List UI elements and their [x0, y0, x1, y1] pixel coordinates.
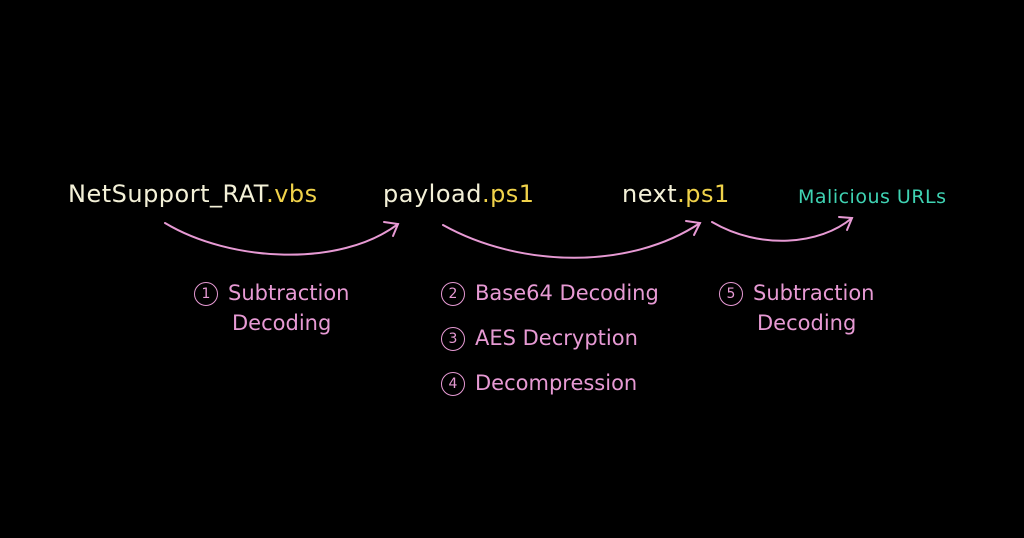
step-5: 5 Subtraction Decoding [719, 278, 874, 338]
step-4-number: 4 [441, 372, 465, 396]
arrow-3 [711, 217, 853, 242]
arrowhead-1 [383, 221, 400, 237]
step-3: 3 AES Decryption [441, 323, 638, 353]
node-malicious-urls-text: Malicious URLs [798, 186, 947, 208]
node-netsupport-ext: .vbs [266, 180, 318, 208]
node-next-ext: .ps1 [677, 180, 730, 208]
node-netsupport-name: NetSupport_RAT [68, 180, 267, 208]
step-1-number: 1 [194, 282, 218, 306]
arrowhead-2 [685, 220, 702, 236]
step-1-line2: Decoding [232, 311, 332, 335]
node-next-name: next [622, 180, 678, 208]
node-next: next.ps1 [622, 180, 730, 208]
step-5-line2: Decoding [757, 311, 857, 335]
step-2-number: 2 [441, 282, 465, 306]
step-4-text: Decompression [475, 371, 638, 395]
step-1-line1: Subtraction [228, 281, 350, 305]
step-5-line1: Subtraction [753, 281, 875, 305]
step-2-text: Base64 Decoding [475, 281, 659, 305]
step-3-number: 3 [441, 327, 465, 351]
arrow-1 [164, 222, 399, 256]
step-2: 2 Base64 Decoding [441, 278, 659, 308]
step-1: 1 Subtraction Decoding [194, 278, 349, 338]
node-netsupport: NetSupport_RAT.vbs [68, 180, 318, 208]
step-3-text: AES Decryption [475, 326, 638, 350]
node-malicious-urls: Malicious URLs [798, 186, 947, 208]
step-5-number: 5 [719, 282, 743, 306]
node-payload-ext: .ps1 [481, 180, 535, 208]
step-4: 4 Decompression [441, 368, 637, 398]
arrow-2 [442, 222, 701, 259]
node-payload: payload.ps1 [383, 180, 535, 208]
node-payload-name: payload [383, 180, 482, 208]
arrowhead-3 [838, 216, 854, 231]
